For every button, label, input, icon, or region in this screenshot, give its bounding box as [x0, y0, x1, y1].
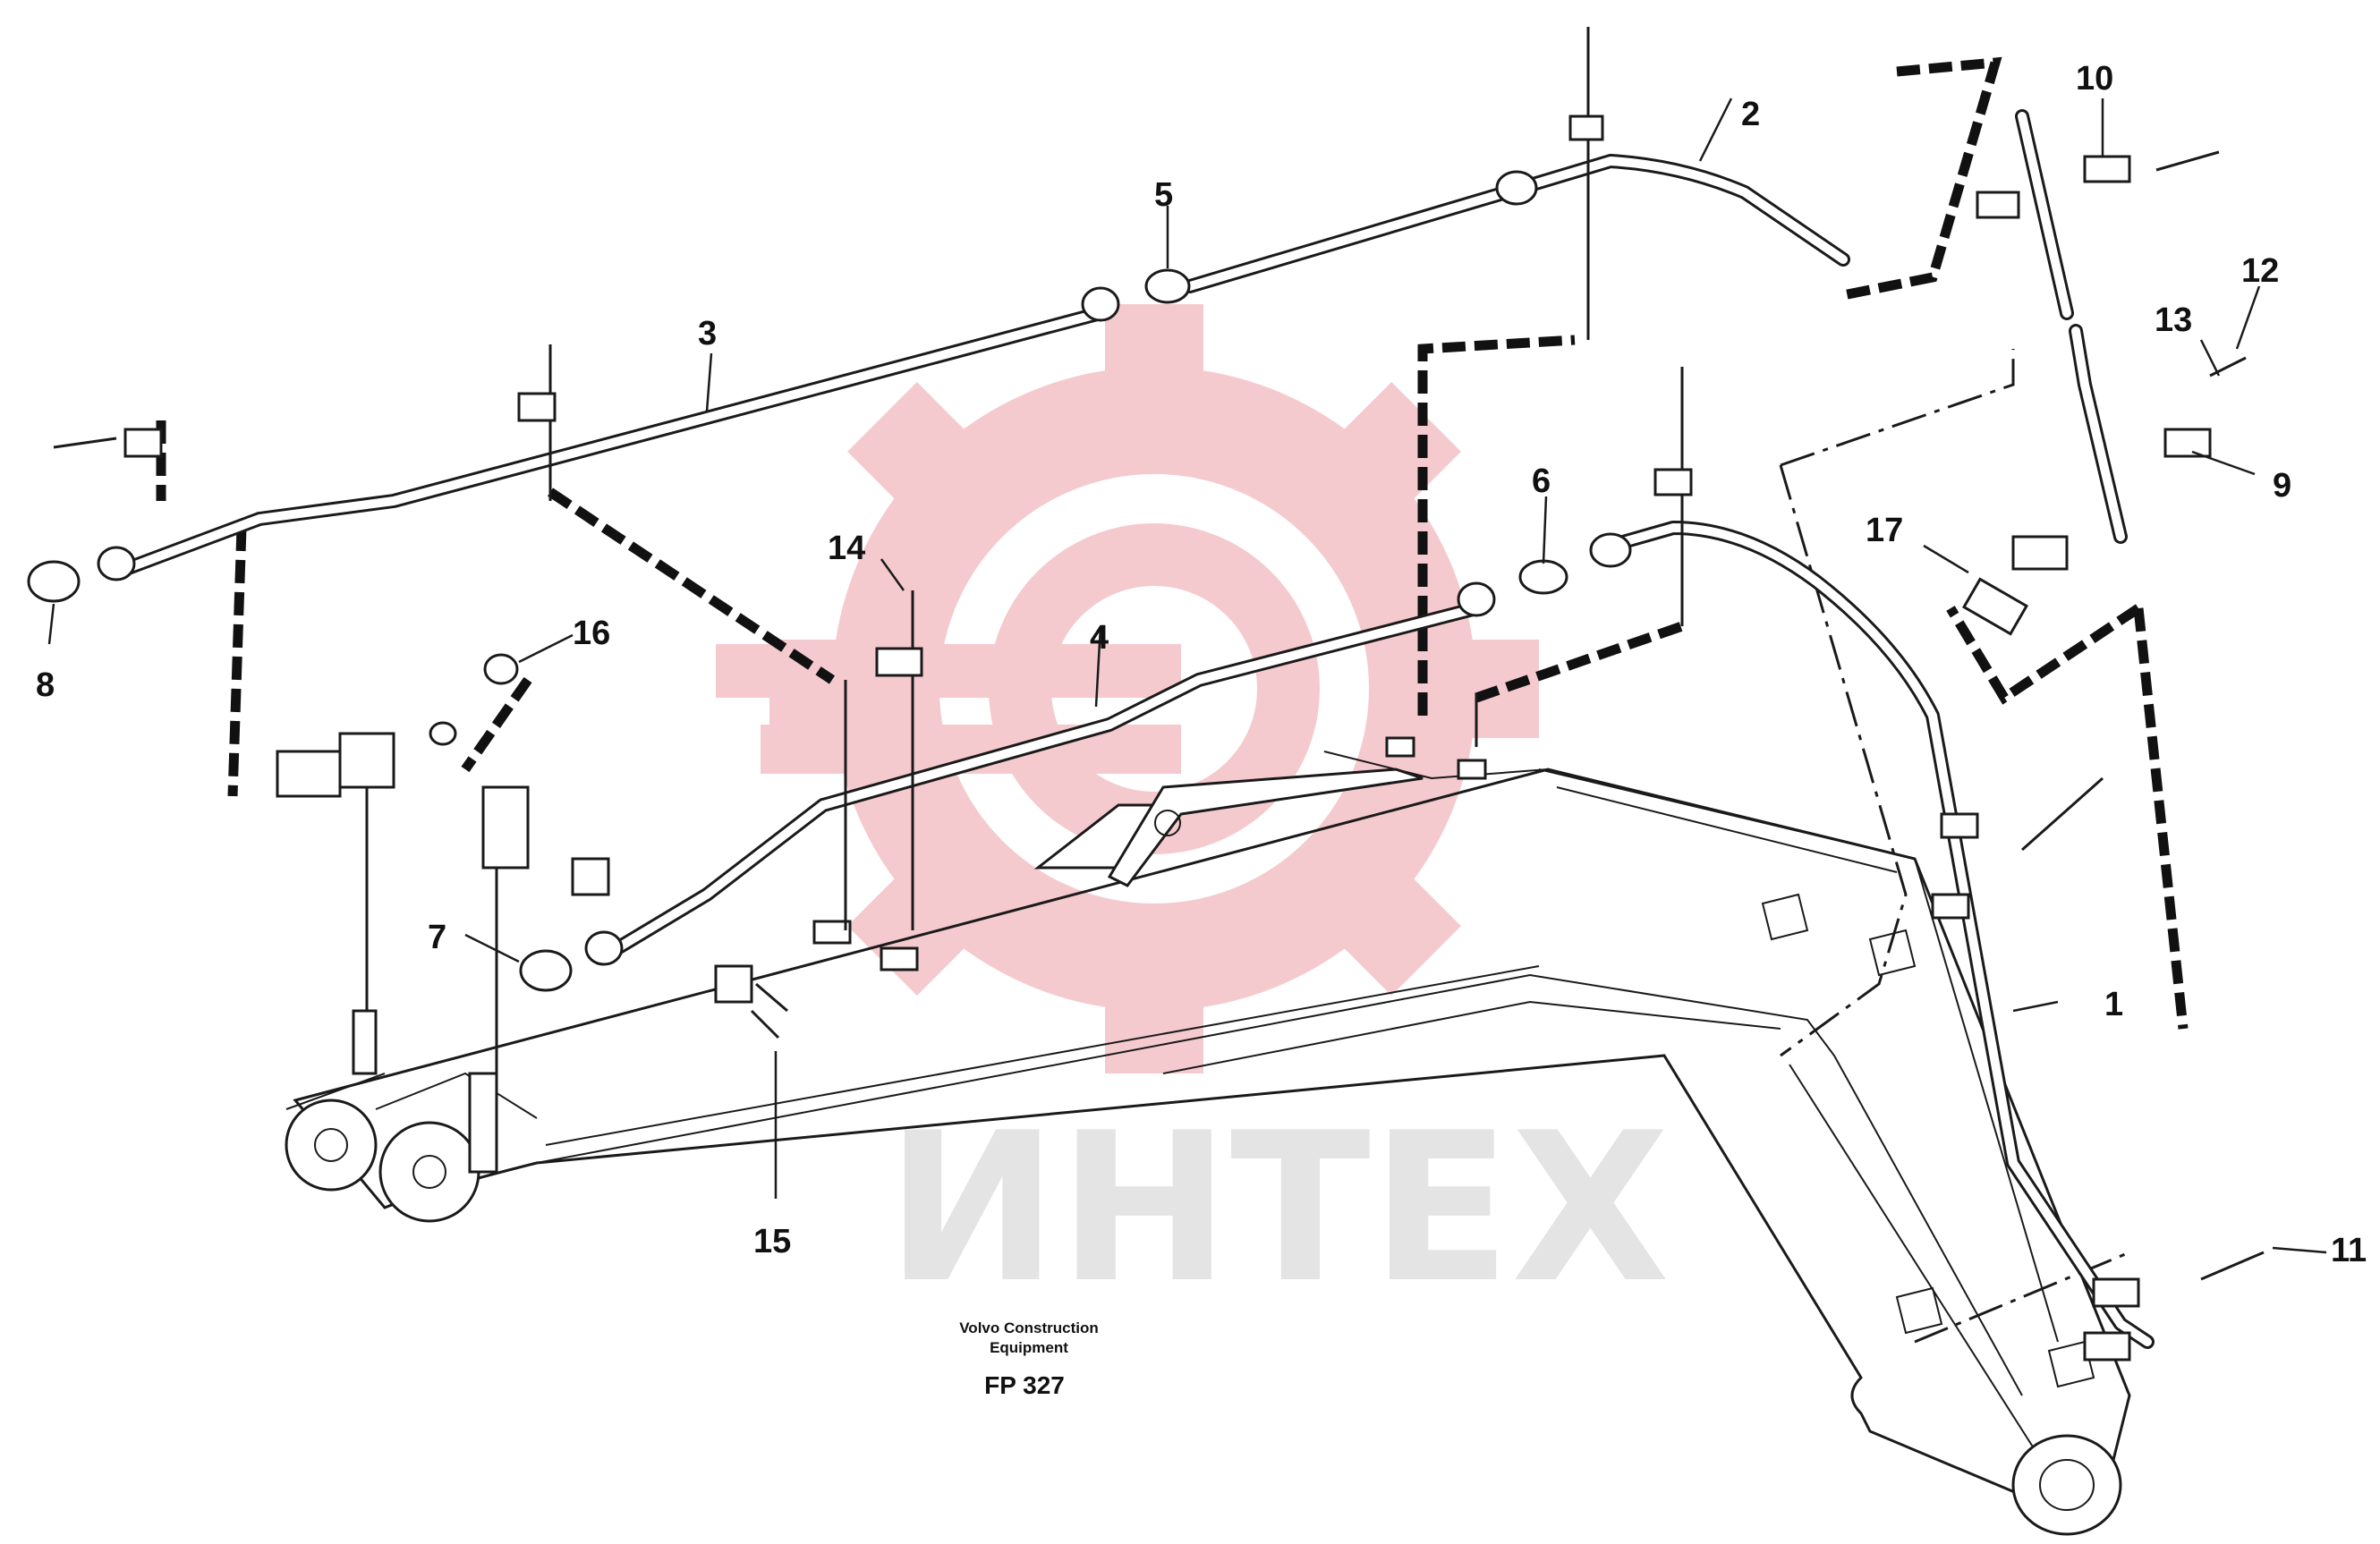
- caption-maker-line2: Equipment: [990, 1339, 1068, 1356]
- callout-1: 1: [2104, 986, 2123, 1023]
- boom-structure: [285, 736, 2131, 1536]
- callout-2: 2: [1741, 96, 1760, 133]
- callout-5: 5: [1154, 176, 1173, 214]
- watermark-gear-icon: [716, 304, 1539, 1073]
- callout-3: 3: [698, 315, 717, 352]
- hidden-line-boom-side: [1780, 349, 2015, 467]
- hidden-line-boom-front: [1779, 464, 1908, 1057]
- callout-15: 15: [753, 1223, 791, 1260]
- watermark-text: ИНТЕХ: [886, 1090, 1670, 1328]
- callout-8: 8: [36, 666, 55, 704]
- fittings: [27, 27, 2265, 1362]
- caption-maker-line1: Volvo Construction: [959, 1319, 1099, 1336]
- callout-10: 10: [2076, 60, 2113, 98]
- callout-16: 16: [573, 615, 610, 652]
- caption-code: FP 327: [984, 1371, 1065, 1399]
- callout-14: 14: [828, 530, 865, 567]
- leaders: [47, 98, 2327, 1254]
- callout-9: 9: [2273, 467, 2291, 505]
- callout-17: 17: [1866, 512, 1903, 549]
- callout-11: 11: [2331, 1232, 2367, 1269]
- callout-6: 6: [1532, 462, 1551, 500]
- routing-dashes: [156, 56, 2189, 1030]
- callout-12: 12: [2241, 252, 2279, 290]
- callout-4: 4: [1090, 619, 1109, 657]
- callout-7: 7: [428, 919, 446, 956]
- callout-13: 13: [2155, 301, 2192, 339]
